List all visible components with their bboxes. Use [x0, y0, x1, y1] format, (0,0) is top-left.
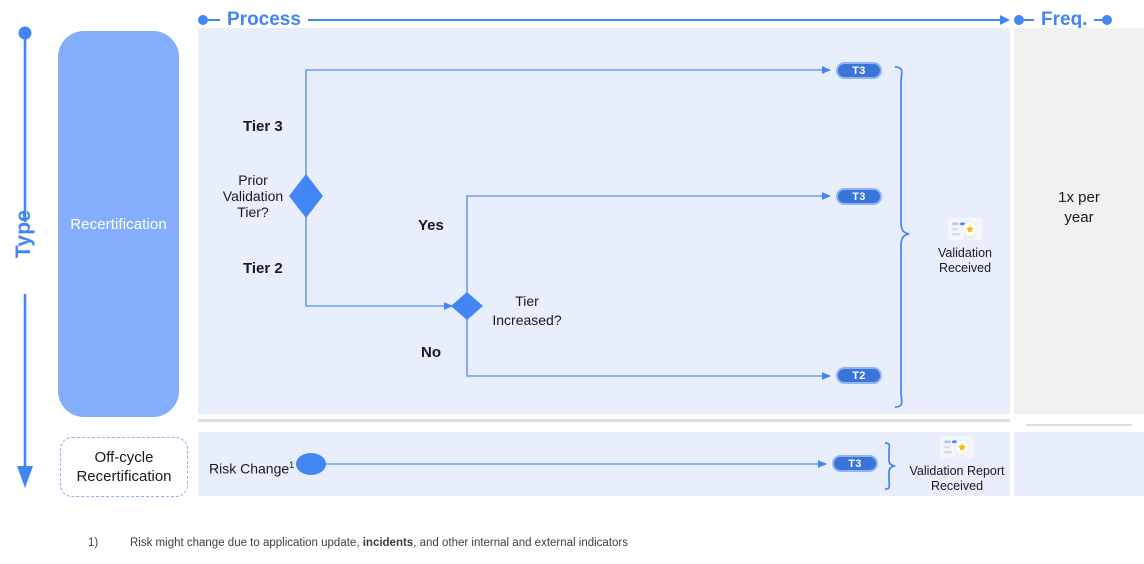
- type-block-recertification-label: Recertification: [70, 215, 167, 233]
- footnote: 1) Risk might change due to application …: [88, 536, 628, 551]
- type-axis-arrow-icon: [17, 26, 33, 488]
- freq-header-line-left: [1024, 19, 1034, 21]
- freq-header-line-right: [1094, 19, 1103, 21]
- tier-increased-line2: Increased?: [492, 312, 562, 328]
- freq-header-end-dot: [1102, 15, 1113, 25]
- start-label-risk-change: Risk Change1: [209, 456, 294, 478]
- validation-report-line2: Received: [930, 479, 984, 493]
- type-axis-label: Type: [12, 209, 35, 259]
- award-icon: [948, 218, 982, 240]
- validation-received-line1: Validation: [938, 246, 992, 260]
- row-divider-process: [198, 419, 1010, 422]
- process-panel-recertification: [198, 28, 1010, 414]
- prior-validation-line2: Validation: [222, 188, 284, 204]
- footnote-text-bold: incidents: [362, 537, 414, 549]
- frequency-value-recertification: 1x per year: [1014, 188, 1144, 228]
- frequency-recert-line2: year: [1064, 209, 1094, 226]
- type-block-offcycle-line2: Recertification: [76, 468, 172, 485]
- type-block-offcycle-recertification[interactable]: Off-cycle Recertification: [60, 437, 188, 497]
- process-header-line-right: [307, 19, 1000, 21]
- tier-badge-t2-bottom[interactable]: T2: [836, 367, 882, 384]
- footnote-text: Risk might change due to application upd…: [130, 536, 628, 551]
- footnote-marker: 1): [88, 537, 99, 549]
- tier-badge-t3-top[interactable]: T3: [836, 62, 882, 79]
- edge-label-tier-3: Tier 3: [243, 118, 283, 135]
- tier-increased-line1: Tier: [515, 293, 539, 309]
- prior-validation-line3: Tier?: [237, 204, 269, 220]
- edge-label-no: No: [421, 344, 441, 361]
- tier-badge-t3-mid[interactable]: T3: [836, 188, 882, 205]
- type-block-offcycle-line1: Off-cycle: [94, 449, 154, 466]
- decision-label-prior-validation-tier: Prior Validation Tier?: [215, 172, 291, 220]
- type-axis: Type: [8, 26, 42, 490]
- risk-change-text: Risk Change: [209, 460, 290, 477]
- process-header-start-dot: [198, 15, 208, 25]
- validation-report-line1: Validation Report: [909, 464, 1005, 478]
- process-header-label: Process: [227, 9, 301, 30]
- decision-label-tier-increased: Tier Increased?: [479, 292, 575, 330]
- validation-received-line2: Received: [938, 261, 992, 275]
- outcome-validation-received: Validation Received: [918, 216, 1012, 276]
- edge-label-yes: Yes: [418, 217, 444, 234]
- footnote-text-part2: , and other internal and external indica…: [413, 537, 629, 549]
- frequency-panel-recertification: 1x per year: [1014, 28, 1144, 414]
- type-block-recertification[interactable]: Recertification: [58, 31, 179, 417]
- outcome-validation-report-received: Validation Report Received: [902, 434, 1012, 494]
- row-divider-frequency: [1026, 424, 1132, 426]
- edge-label-tier-2: Tier 2: [243, 260, 283, 277]
- process-panel-offcycle: [198, 432, 1010, 496]
- process-header-line-left: [208, 19, 220, 21]
- prior-validation-line1: Prior: [238, 172, 268, 188]
- tier-badge-t3-offcycle[interactable]: T3: [832, 455, 878, 472]
- frequency-panel-offcycle: Exception basis: [1014, 432, 1144, 496]
- freq-header-label: Freq.: [1041, 9, 1088, 30]
- risk-change-footnote-marker: 1: [289, 460, 295, 470]
- award-icon: [940, 436, 974, 458]
- frequency-recert-line1: 1x per: [1058, 189, 1100, 206]
- column-header-process: Process: [198, 10, 1010, 30]
- column-header-frequency: Freq.: [1014, 10, 1144, 30]
- footnote-text-part1: Risk might change due to application upd…: [130, 537, 363, 549]
- process-header-arrow-icon: [1000, 15, 1010, 25]
- freq-header-start-dot: [1014, 15, 1024, 25]
